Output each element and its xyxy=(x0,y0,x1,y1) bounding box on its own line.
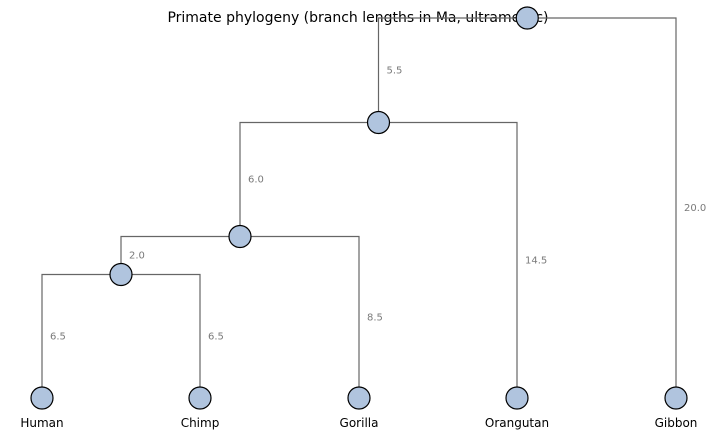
branch-hcg-gorilla xyxy=(240,235,360,398)
internal-node-hco xyxy=(366,110,391,135)
leaf-node-human xyxy=(30,386,54,410)
leaf-node-orangutan xyxy=(505,386,529,410)
branches-layer xyxy=(41,17,677,398)
leaf-label-human: Human xyxy=(20,416,63,430)
branch-hc-chimp xyxy=(121,273,201,398)
internal-node-hc xyxy=(109,262,133,287)
leaf-node-gorilla xyxy=(347,386,371,410)
branch-root-gibbon xyxy=(527,17,677,398)
branch-hc-human xyxy=(41,273,121,398)
leaf-label-gibbon: Gibbon xyxy=(655,416,698,430)
branch-hco-hcg xyxy=(239,121,379,237)
branch-length-label: 6.5 xyxy=(208,331,224,342)
branch-length-label: 14.5 xyxy=(525,255,547,266)
leaf-label-chimp: Chimp xyxy=(181,416,220,430)
branch-hcg-hc xyxy=(120,235,240,275)
leaf-labels: Human Chimp Gorilla Orangutan Gibbon xyxy=(20,416,697,430)
branch-length-label: 6.0 xyxy=(248,175,264,186)
internal-node-root xyxy=(515,6,539,30)
branch-length-label: 20.0 xyxy=(684,203,706,214)
branch-hco-orangutan xyxy=(378,121,518,398)
branch-length-label: 2.0 xyxy=(129,251,145,262)
nodes-layer xyxy=(30,6,688,410)
diagram-title: Primate phylogeny (branch lengths in Ma,… xyxy=(167,10,548,26)
leaf-node-gibbon xyxy=(664,386,688,410)
internal-node-hcg xyxy=(228,224,252,249)
leaf-label-gorilla: Gorilla xyxy=(340,416,379,430)
branch-length-label: 8.5 xyxy=(367,312,383,323)
branch-length-labels: 5.5 20.0 6.0 14.5 2.0 8.5 6.5 6.5 xyxy=(50,65,706,342)
leaf-node-chimp xyxy=(188,386,212,410)
leaf-label-orangutan: Orangutan xyxy=(485,416,549,430)
branch-length-label: 5.5 xyxy=(387,65,403,76)
branch-length-label: 6.5 xyxy=(50,331,66,342)
branch-root-hco xyxy=(377,17,528,123)
